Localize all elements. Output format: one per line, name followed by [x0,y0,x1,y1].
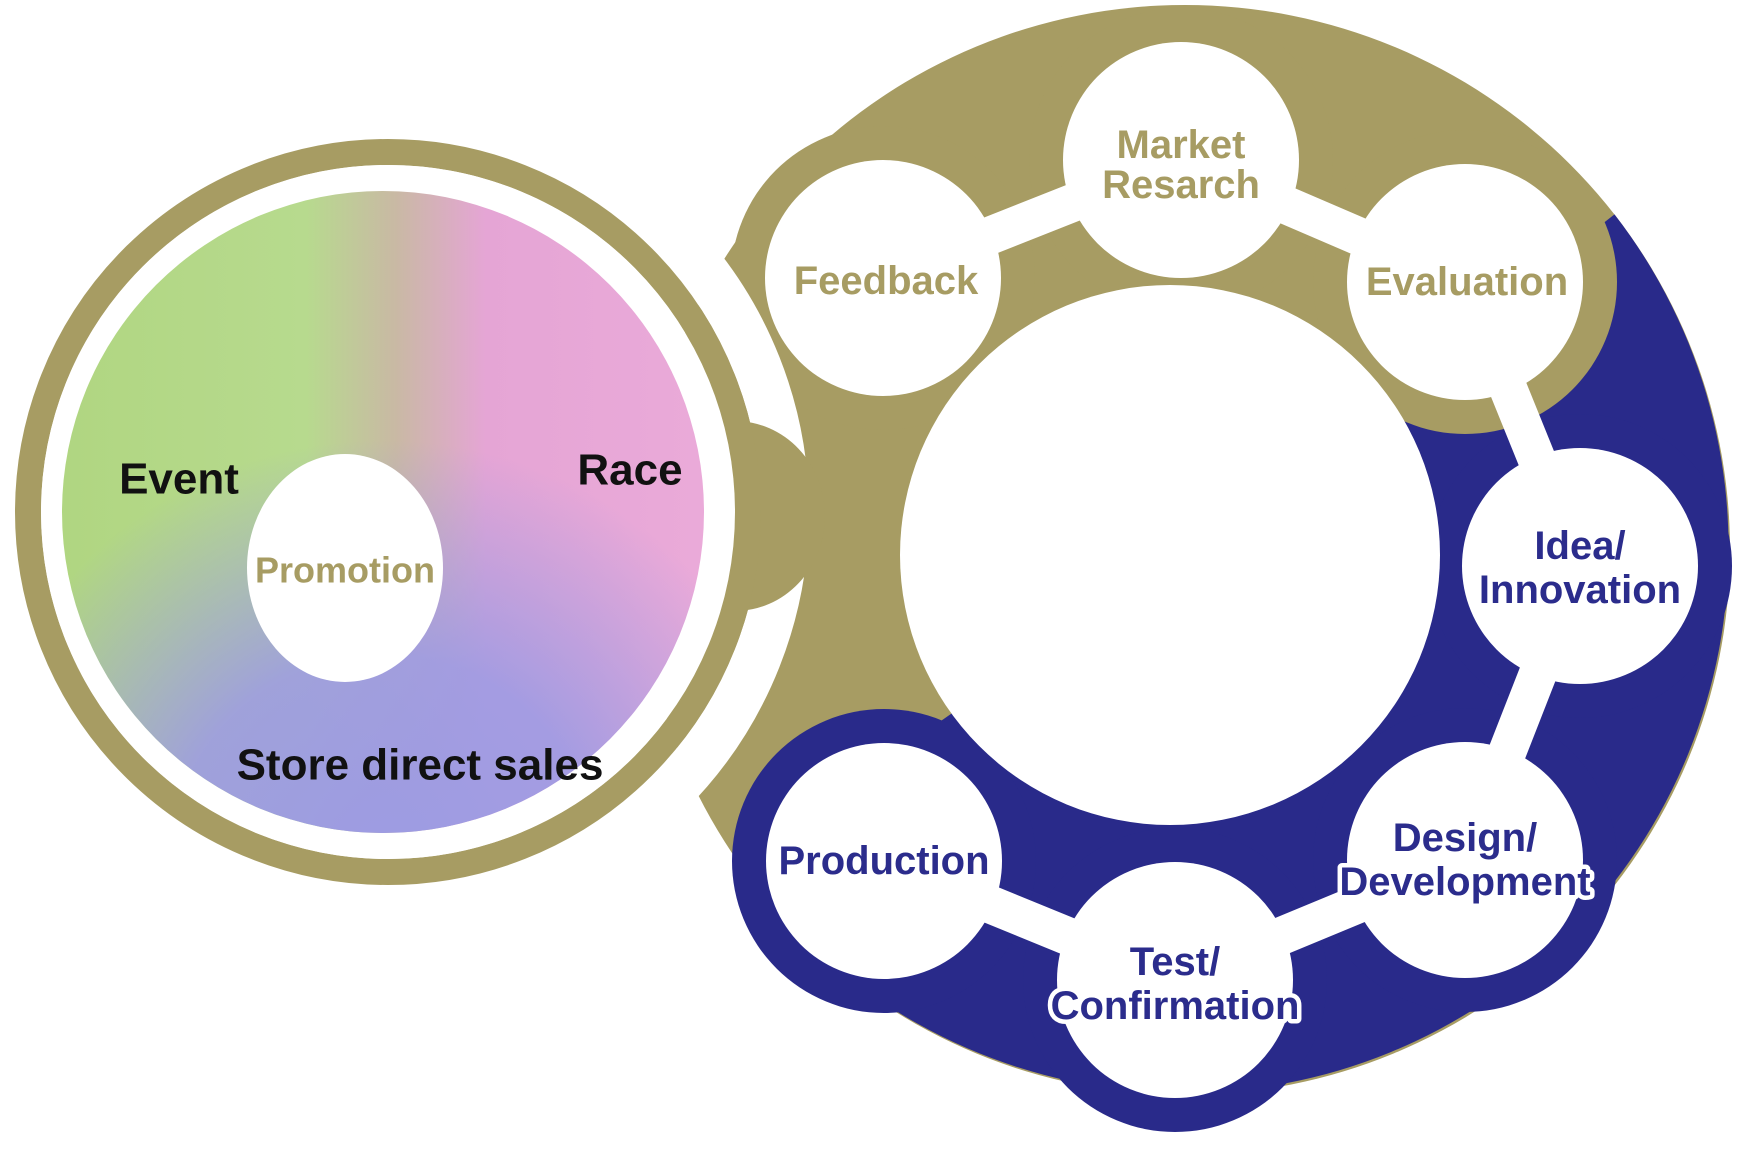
promotion-label: Promotion [255,550,435,591]
test-confirmation-label-line2: Confirmation [1051,984,1300,1028]
idea-innovation-label-line2: Innovation [1479,568,1681,612]
production-label: Production [778,839,989,883]
node-test-confirmation [1057,862,1293,1098]
node-idea-innovation [1462,448,1698,684]
node-design-development [1347,742,1583,978]
left-cycle-ring [15,139,761,885]
race-label: Race [577,446,682,495]
market-research-label-line2: Resarch [1102,163,1260,207]
node-production [766,743,1002,979]
evaluation-label: Evaluation [1366,260,1568,304]
design-development-label-line1: Design/ [1393,816,1537,860]
right-cycle-center-hole [900,285,1440,825]
node-feedback [765,160,1001,396]
market-research-label-line1: Market [1117,123,1246,167]
design-development-label-line2: Development [1339,860,1590,904]
feedback-label: Feedback [794,259,979,303]
idea-innovation-label-line1: Idea/ [1534,524,1625,568]
node-evaluation [1347,164,1583,400]
store-direct-sales-label: Store direct sales [237,741,604,790]
test-confirmation-label-line1: Test/ [1130,940,1220,984]
promotion-hole [247,454,443,682]
event-label: Event [119,455,239,504]
node-market-research [1063,42,1299,278]
